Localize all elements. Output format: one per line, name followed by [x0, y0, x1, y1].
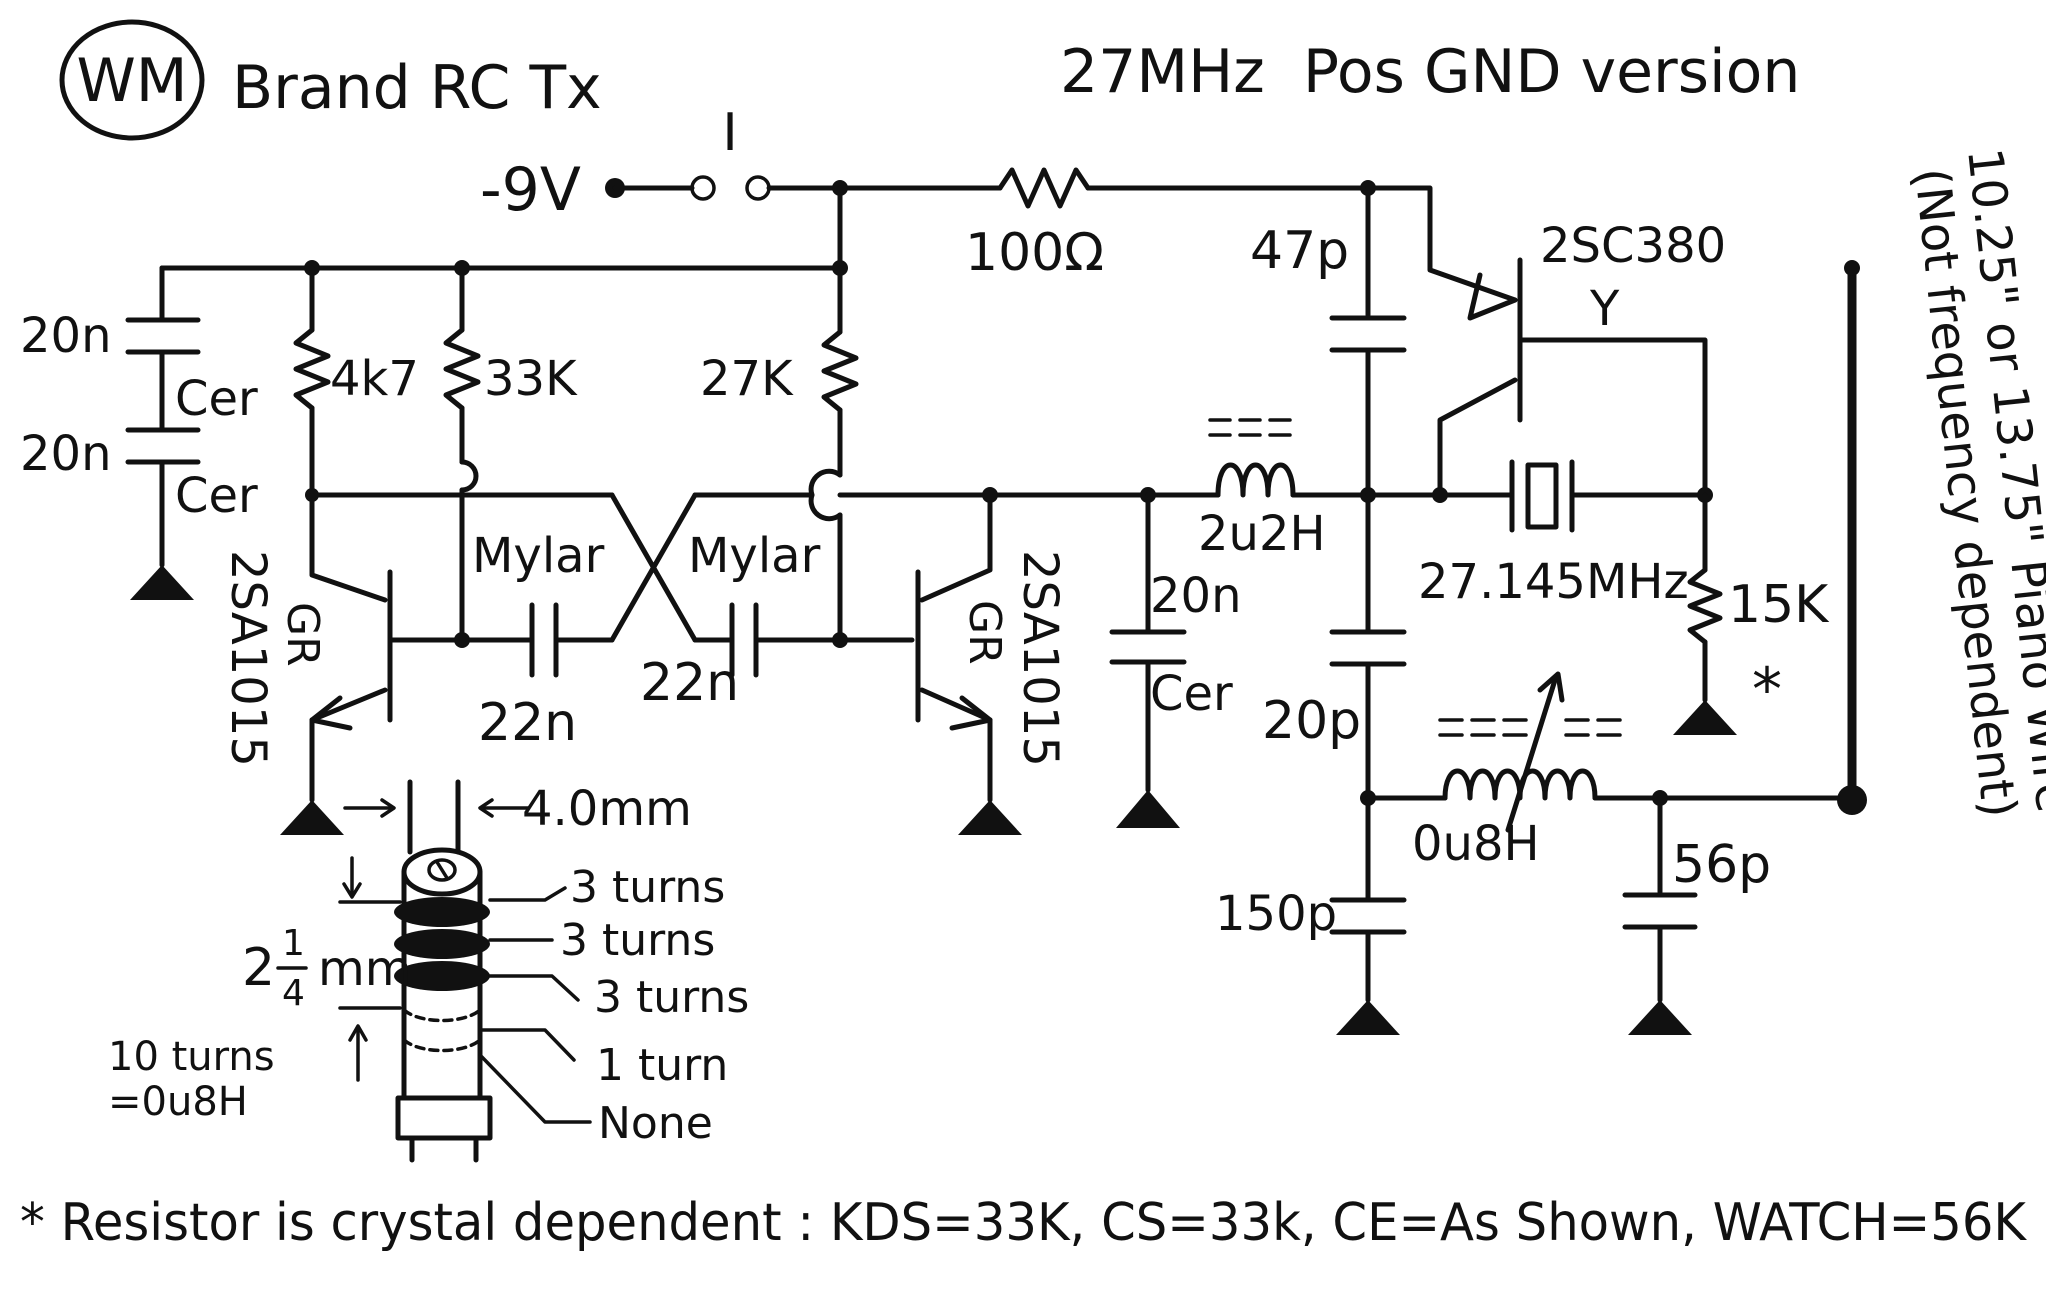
capacitor-22n-left-label: 22n — [478, 693, 577, 753]
inductor-core-marks — [1208, 418, 1292, 437]
wire-hop — [808, 468, 843, 522]
capacitor-56p-label: 56p — [1672, 835, 1771, 895]
ground-symbol — [280, 800, 344, 835]
coil-height-numerator: 1 — [282, 923, 305, 964]
coil-winding — [394, 897, 490, 927]
transistor-left-label: 2SA1015 — [220, 550, 276, 767]
capacitor-20n-c-label: 20n — [1150, 568, 1242, 624]
diagram-title: Brand RC Tx — [232, 53, 602, 123]
resistor-4k7 — [293, 327, 331, 411]
crystal-label: 27.145MHz — [1418, 554, 1689, 610]
capacitor-22n-right-label: 22n — [640, 653, 739, 713]
coil-slug — [427, 858, 457, 882]
bias-resistors: 4k7 33K 27K — [293, 265, 859, 498]
resistor-27k-label: 27K — [700, 351, 794, 407]
ground-symbol — [1628, 1000, 1692, 1035]
switch-label: I — [722, 103, 737, 163]
resistor-15k — [1687, 567, 1723, 645]
coil-height-unit: mm — [318, 941, 412, 997]
resistor-33k-label: 33K — [484, 351, 578, 407]
inductor-core-marks — [1438, 718, 1622, 737]
resistor-15k-label: 15K — [1728, 575, 1830, 635]
inductor-adjust-arrow — [1505, 677, 1558, 833]
transistor-right-grade: GR — [959, 600, 1010, 665]
coil-width-label: 4.0mm — [522, 781, 692, 837]
capacitor-20p-label: 20p — [1262, 691, 1361, 751]
decoupling-caps: 20n Cer 20n Cer — [20, 265, 258, 600]
coil-base — [395, 1095, 493, 1141]
resistor-100-ohm — [997, 167, 1091, 209]
coil-detail: 4.0mm 2 1 4 mm 3 turns 3 turns 3 t — [108, 779, 749, 1163]
rf-stage: 2u2H 47p 2SC380 Y 27.145MHz 15K * — [1145, 185, 1851, 1035]
inductor-2u2h-label: 2u2H — [1198, 506, 1326, 562]
coil-winding-4-label: 1 turn — [596, 1040, 728, 1091]
crystal-body — [1525, 462, 1559, 530]
transistor-rf-grade: Y — [1589, 281, 1620, 337]
resistor-4k7-label: 4k7 — [330, 351, 419, 407]
logo-circle — [59, 19, 205, 141]
coil-winding-3-label: 3 turns — [594, 972, 749, 1023]
ground-symbol — [1116, 790, 1180, 828]
resistor-33k — [443, 327, 481, 411]
coil-winding — [394, 961, 490, 991]
capacitor-20n-b-label: 20n — [20, 426, 112, 482]
transistor-rf-label: 2SC380 — [1540, 218, 1726, 274]
capacitor-20n-a-label: 20n — [20, 308, 112, 364]
capacitor-47p-label: 47p — [1250, 221, 1349, 281]
wire-hop — [459, 459, 479, 493]
header: WM Brand RC Tx 27MHz Pos GND version — [59, 19, 1800, 141]
switch-contact-left — [690, 175, 716, 201]
ground-symbol — [1336, 1000, 1400, 1035]
power-input: -9V I — [480, 103, 843, 225]
transistor-left-grade: GR — [277, 602, 328, 667]
capacitor-20n-c-type: Cer — [1150, 666, 1233, 722]
capacitor-mylar-right-label: Mylar — [688, 528, 821, 584]
diagram-subtitle: 27MHz Pos GND version — [1060, 37, 1800, 107]
multivibrator: 2SA1015 GR Mylar 22n Mylar 22n 2SA1015 G… — [220, 459, 1242, 835]
logo-text: WM — [76, 46, 187, 116]
star-marker: * — [1752, 655, 1782, 725]
inductor-0u8h-label: 0u8H — [1412, 816, 1540, 872]
transistor-right-label: 2SA1015 — [1012, 550, 1068, 767]
coil-winding — [394, 929, 490, 959]
coil-height-whole: 2 — [242, 938, 275, 998]
ground-symbol — [1673, 700, 1737, 735]
resistor-100-ohm-label: 100Ω — [965, 223, 1104, 283]
coil-winding-1-label: 3 turns — [570, 862, 725, 913]
footnote: * Resistor is crystal dependent : KDS=33… — [20, 1193, 2028, 1253]
ground-symbol — [130, 565, 194, 600]
capacitor-20n-a-type: Cer — [175, 371, 258, 427]
capacitor-20n-b-type: Cer — [175, 468, 258, 524]
capacitor-mylar-left-label: Mylar — [472, 528, 605, 584]
coil-total-inductance: =0u8H — [108, 1079, 248, 1125]
top-rail: 100Ω — [832, 167, 1376, 283]
coil-winding-2-label: 3 turns — [560, 915, 715, 966]
resistor-27k — [821, 329, 859, 413]
supply-label: -9V — [480, 155, 581, 225]
ground-symbol — [958, 800, 1022, 835]
coil-total-turns: 10 turns — [108, 1034, 275, 1080]
capacitor-150p-label: 150p — [1215, 886, 1337, 942]
antenna-terminal — [1837, 785, 1867, 815]
coil-winding-5-label: None — [598, 1098, 713, 1149]
coil-height-denominator: 4 — [282, 973, 305, 1014]
inductor-2u2h — [1215, 462, 1296, 498]
